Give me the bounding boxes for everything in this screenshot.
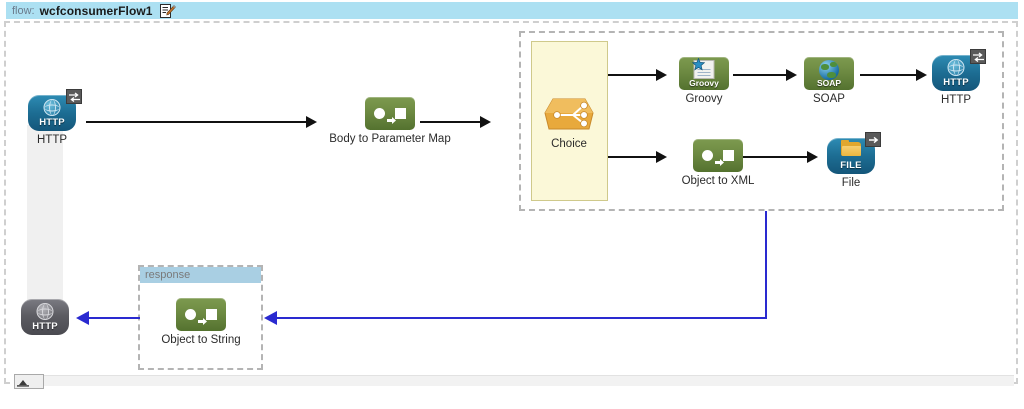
arrowhead-choice-branch-top [656, 69, 667, 81]
arrowhead-groovy-to-soap [786, 69, 797, 81]
node-label-soap: SOAP [813, 93, 845, 105]
node-http-outbound[interactable]: HTTP HTTP [932, 49, 986, 106]
file-icon-text: FILE [840, 160, 862, 171]
request-response-badge [970, 49, 986, 64]
groovy-script-icon: Groovy [679, 57, 729, 90]
node-choice[interactable]: Choice [543, 95, 595, 150]
node-label-http-outbound: HTTP [940, 94, 972, 106]
choice-router-icon [543, 95, 595, 135]
node-label-file: File [841, 177, 861, 189]
request-response-badge [66, 89, 82, 104]
node-http-response[interactable]: HTTP [21, 299, 69, 335]
transformer-icon [365, 97, 415, 130]
flow-lane-strip [27, 125, 63, 325]
transformer-icon [693, 139, 743, 172]
flow-label: flow: [12, 4, 35, 17]
edit-pencil-icon[interactable] [159, 3, 176, 18]
arrowhead-http-to-bodymap [306, 116, 317, 128]
return-connector-vertical [765, 211, 767, 319]
soap-icon-text: SOAP [816, 78, 842, 88]
choice-scope-container[interactable] [519, 31, 1004, 211]
node-label-object-to-xml: Object to XML [681, 175, 755, 187]
node-http-inbound[interactable]: HTTP HTTP [21, 89, 83, 146]
arrowhead-choice-branch-bottom [656, 151, 667, 163]
flow-titlebar: flow: wcfconsumerFlow1 [6, 2, 1018, 19]
node-label-object-to-string: Object to String [161, 334, 241, 346]
node-groovy[interactable]: Groovy Groovy [675, 57, 733, 105]
connector-bodymap-to-choice [420, 121, 482, 123]
arrowhead-soap-to-http [916, 69, 927, 81]
http-globe-icon: HTTP [21, 299, 69, 335]
soap-globe-icon: SOAP [804, 57, 854, 90]
return-connector-horizontal-left [88, 317, 140, 319]
connector-groovy-to-soap [733, 74, 788, 76]
arrowhead-xml-to-file [807, 151, 818, 163]
arrowhead-return-to-response [264, 311, 277, 325]
http-globe-icon: HTTP [28, 89, 82, 131]
connector-xml-to-file [741, 156, 809, 158]
http-icon-text: HTTP [32, 321, 58, 332]
http-globe-icon: HTTP [932, 49, 986, 91]
node-file[interactable]: FILE File [827, 132, 881, 189]
connector-soap-to-http [860, 74, 918, 76]
connector-choice-branch-bottom [608, 156, 660, 158]
outbound-badge [865, 132, 881, 147]
horizontal-scrollbar[interactable] [14, 374, 1014, 389]
connector-http-to-bodymap [86, 121, 308, 123]
http-icon-text: HTTP [943, 77, 969, 88]
return-connector-horizontal-right [277, 317, 767, 319]
node-soap[interactable]: SOAP SOAP [803, 57, 855, 105]
connector-choice-branch-top [608, 74, 660, 76]
file-folder-icon: FILE [827, 132, 881, 174]
groovy-icon-text: Groovy [689, 78, 719, 88]
node-label-http-inbound: HTTP [36, 134, 68, 146]
node-object-to-xml[interactable]: Object to XML [673, 139, 763, 187]
scrollbar-thumb[interactable] [14, 374, 44, 389]
arrowhead-return-to-http [76, 311, 89, 325]
node-object-to-string[interactable]: Object to String [155, 298, 247, 346]
node-label-choice: Choice [551, 138, 587, 150]
node-label-groovy: Groovy [685, 93, 723, 105]
node-body-to-parameter-map[interactable]: Body to Parameter Map [326, 97, 454, 145]
response-scope-title: response [140, 267, 261, 283]
http-icon-text: HTTP [39, 117, 65, 128]
arrowhead-bodymap-to-choice [480, 116, 491, 128]
transformer-icon [176, 298, 226, 331]
node-label-body-to-parameter-map: Body to Parameter Map [329, 133, 451, 145]
flow-name: wcfconsumerFlow1 [39, 3, 153, 18]
